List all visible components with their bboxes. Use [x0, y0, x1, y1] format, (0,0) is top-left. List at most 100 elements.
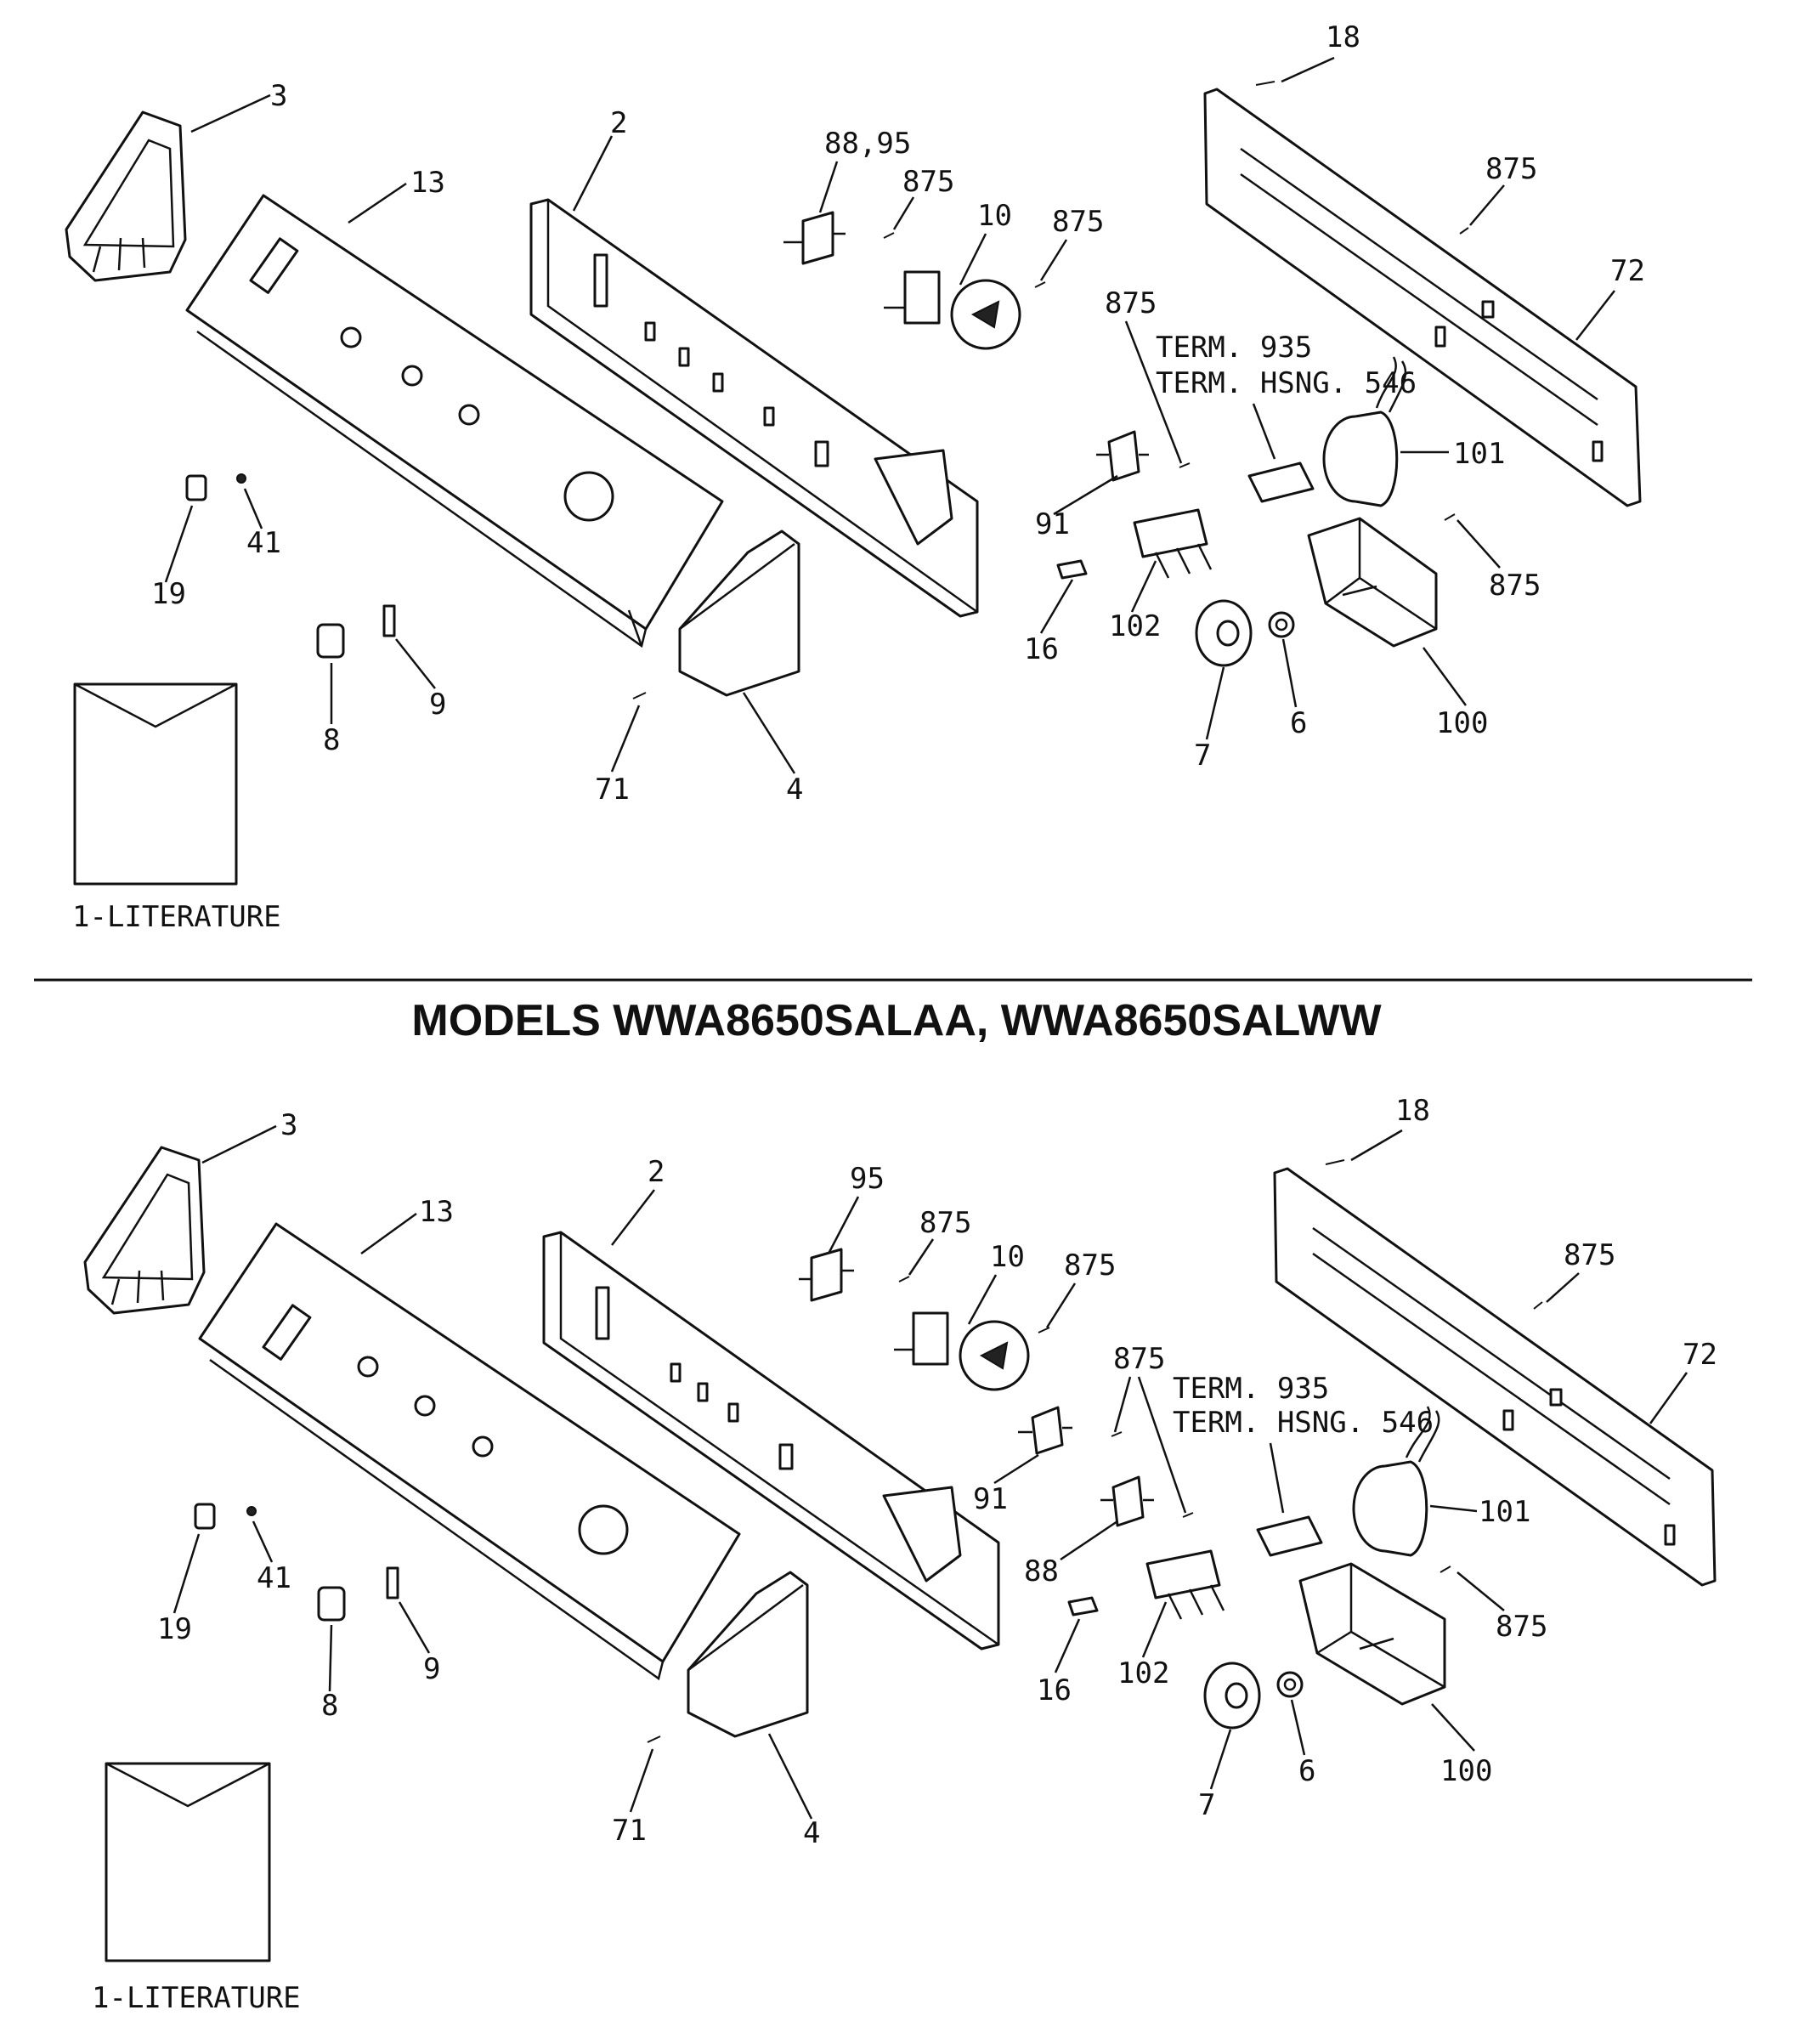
- part-875-screw-b: [1034, 281, 1046, 288]
- label-18-b: 18: [1395, 1094, 1430, 1128]
- part-88-95-switch: [783, 211, 846, 265]
- part-13-control-panel-b: [198, 1222, 741, 1681]
- label-19: 19: [151, 577, 186, 611]
- part-101-timer-motor-b: [1352, 1406, 1440, 1557]
- label-71-b: 71: [612, 1814, 647, 1848]
- label-875-d-b: 875: [1496, 1610, 1547, 1644]
- part-101-timer-motor: [1322, 356, 1407, 507]
- label-16: 16: [1024, 632, 1059, 666]
- label-95: 95: [850, 1162, 885, 1196]
- label-71: 71: [595, 773, 630, 807]
- part-10-water-valve: [884, 270, 1021, 350]
- label-13: 13: [410, 166, 445, 200]
- label-term-935-b: TERM. 935: [1173, 1372, 1329, 1406]
- label-100: 100: [1436, 706, 1488, 740]
- part-71-screw: [632, 692, 647, 699]
- label-72-b: 72: [1683, 1338, 1717, 1372]
- part-16-clip-b: [1067, 1596, 1099, 1617]
- label-875-e-b: 875: [1113, 1342, 1165, 1376]
- label-875-c-b: 875: [1564, 1238, 1615, 1272]
- part-72-rear-panel-b: [1273, 1167, 1717, 1587]
- part-8-bushing: [316, 623, 345, 659]
- label-875-b-b: 875: [1064, 1248, 1116, 1282]
- part-102-terminal-block-b: [1145, 1549, 1225, 1620]
- literature-envelope-b: [105, 1762, 271, 1962]
- label-term-hsng-546-b: TERM. HSNG. 546: [1173, 1406, 1434, 1440]
- label-6-b: 6: [1298, 1754, 1315, 1788]
- label-3-b: 3: [280, 1108, 297, 1142]
- label-9: 9: [429, 688, 446, 722]
- part-91-switch-b: [1018, 1406, 1072, 1455]
- part-16-clip: [1056, 559, 1088, 580]
- label-term-935: TERM. 935: [1156, 331, 1312, 365]
- label-19-b: 19: [157, 1612, 192, 1646]
- part-7-knob: [1195, 599, 1253, 667]
- label-41-b: 41: [257, 1561, 291, 1595]
- label-102: 102: [1109, 609, 1161, 643]
- label-term-hsng-546: TERM. HSNG. 546: [1156, 366, 1417, 400]
- label-102-b: 102: [1117, 1656, 1169, 1690]
- part-6-nut: [1268, 611, 1295, 638]
- label-41: 41: [246, 526, 281, 560]
- part-875-screw-b1: [898, 1276, 910, 1282]
- part-10-water-valve-b: [894, 1311, 1030, 1391]
- label-3: 3: [270, 79, 287, 113]
- part-2-mounting-bracket: [529, 198, 979, 618]
- top-diagram: 3 13 2: [65, 20, 1645, 934]
- part-3-end-cap: [65, 110, 187, 282]
- part-71-screw-b: [647, 1735, 661, 1743]
- terminal-housing-b: [1256, 1515, 1323, 1557]
- label-2: 2: [610, 106, 627, 140]
- label-9-b: 9: [423, 1652, 440, 1686]
- part-9-clip: [382, 604, 396, 637]
- terminal-housing: [1247, 461, 1315, 503]
- label-72: 72: [1610, 254, 1645, 288]
- label-91: 91: [1035, 507, 1070, 541]
- label-4: 4: [786, 773, 803, 807]
- label-875-c: 875: [1485, 152, 1537, 186]
- label-18: 18: [1326, 20, 1360, 54]
- part-102-terminal-block: [1133, 508, 1213, 579]
- label-10-b: 10: [990, 1240, 1025, 1274]
- part-875-screw-b3: [1533, 1301, 1543, 1310]
- label-2-b: 2: [648, 1155, 665, 1189]
- part-875-screw-b6: [1440, 1566, 1451, 1573]
- part-8-bushing-b: [317, 1586, 346, 1622]
- part-4-end-cap: [678, 529, 800, 697]
- label-88: 88: [1024, 1554, 1059, 1588]
- label-875-a: 875: [902, 165, 954, 199]
- part-9-clip-b: [386, 1566, 399, 1600]
- part-875-screw-b2: [1038, 1327, 1050, 1333]
- label-88-95: 88,95: [824, 127, 911, 161]
- part-18-screw-b: [1325, 1159, 1345, 1165]
- label-7: 7: [1194, 739, 1211, 773]
- label-8: 8: [323, 723, 340, 757]
- part-13-control-panel: [185, 194, 724, 648]
- models-title: MODELS WWA8650SALAA, WWA8650SALWW: [411, 996, 1382, 1045]
- part-875-screw-b5: [1182, 1512, 1194, 1518]
- part-100-timer: [1307, 517, 1438, 648]
- part-875-screw: [883, 232, 895, 239]
- label-875-e: 875: [1105, 286, 1157, 320]
- part-4-end-cap-b: [687, 1571, 809, 1738]
- part-875-screw-b4: [1111, 1431, 1123, 1437]
- part-875-screw-c: [1459, 227, 1469, 235]
- label-875-a-b: 875: [919, 1206, 971, 1240]
- part-100-timer-b: [1298, 1562, 1446, 1706]
- part-19-clip-b: [194, 1503, 216, 1530]
- label-10: 10: [977, 199, 1012, 233]
- label-4-b: 4: [803, 1816, 820, 1850]
- part-19-clip: [185, 474, 207, 501]
- label-875-d: 875: [1489, 569, 1541, 603]
- label-101: 101: [1453, 437, 1505, 471]
- label-7-b: 7: [1198, 1788, 1215, 1822]
- label-6: 6: [1290, 706, 1307, 740]
- label-91-b: 91: [973, 1482, 1008, 1516]
- label-13-b: 13: [419, 1195, 454, 1229]
- literature-envelope: [73, 682, 238, 886]
- label-100-b: 100: [1440, 1754, 1492, 1788]
- label-101-b: 101: [1479, 1495, 1530, 1529]
- part-41-spring: [236, 473, 246, 484]
